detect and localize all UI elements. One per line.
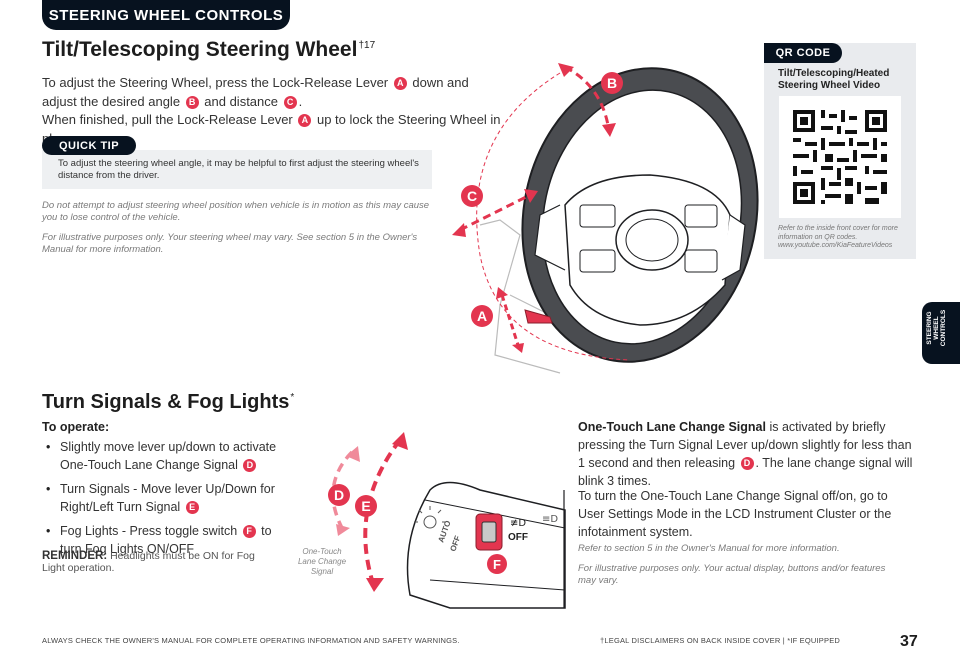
callout-badge-f: F (242, 525, 256, 538)
callout-a: A (477, 308, 487, 324)
lane-change-paragraph: One-Touch Lane Change Signal is activate… (578, 420, 913, 488)
qr-code-image (793, 110, 887, 204)
callout-badge-a: A (298, 114, 312, 127)
qr-url: www.youtube.com/KiaFeatureVideos (778, 242, 893, 249)
operate-heading: To operate: (42, 420, 110, 434)
callout-badge-d: D (243, 459, 257, 472)
side-tab-line-3: CONTROLS (940, 309, 947, 347)
side-tab-line-2: WHEEL (933, 316, 940, 340)
side-tab-line-1: STEERING (926, 311, 933, 345)
tilt-warning: Do not attempt to adjust steering wheel … (42, 200, 430, 223)
callout-badge-e: E (185, 501, 199, 514)
list-item: Turn Signals - Move lever Up/Down for Ri… (42, 480, 282, 516)
side-tab: STEERING WHEEL CONTROLS (922, 302, 960, 364)
steering-wheel-illustration: B C A (452, 63, 759, 374)
tilt-paragraph-1: To adjust the Steering Wheel, press the … (42, 75, 469, 109)
lane-change-settings-paragraph: To turn the One-Touch Lane Change Signal… (578, 489, 892, 539)
footer-warning: ALWAYS CHECK THE OWNER'S MANUAL FOR COMP… (42, 636, 460, 645)
page-number: 37 (900, 633, 918, 650)
qr-code[interactable] (779, 96, 901, 218)
callout-c: C (467, 188, 477, 204)
operate-list: Slightly move lever up/down to activate … (42, 438, 282, 564)
high-beam-icon: ≡D (542, 514, 558, 525)
callout-e: E (361, 498, 370, 514)
quick-tip-label: QUICK TIP (42, 136, 136, 155)
turn-illustrative-note: For illustrative purposes only. Your act… (578, 563, 886, 586)
qr-title: Tilt/Telescoping/Heated Steering Wheel V… (778, 68, 890, 91)
turn-title: Turn Signals & Fog Lights* (42, 391, 295, 413)
callout-b: B (607, 75, 617, 91)
list-item: Fog Lights - Press toggle switch F to tu… (42, 522, 282, 558)
quick-tip-text: To adjust the steering wheel angle, it m… (58, 158, 419, 181)
section-tab: STEERING WHEEL CONTROLS (42, 0, 290, 30)
tilt-title-footnote: †17 (358, 40, 376, 51)
qr-note: Refer to the inside front cover for more… (778, 225, 898, 249)
fog-off-label: OFF (508, 532, 528, 543)
callout-badge-d: D (740, 457, 754, 470)
callout-badge-c: C (283, 96, 297, 109)
reminder: REMINDER: Headlights must be ON for Fog … (42, 550, 255, 574)
fog-light-icon: ≢D (510, 518, 526, 529)
turn-refer-note: Refer to section 5 in the Owner's Manual… (578, 543, 840, 554)
qr-label: QR CODE (764, 43, 842, 63)
tilt-title: Tilt/Telescoping Steering Wheel†17 (42, 38, 376, 61)
tilt-illustrative-note: For illustrative purposes only. Your ste… (42, 232, 418, 255)
reminder-label: REMINDER: (42, 550, 108, 562)
quick-tip-box (42, 150, 432, 189)
callout-badge-a: A (393, 77, 407, 90)
callout-f: F (493, 557, 501, 572)
callout-badge-b: B (185, 96, 199, 109)
callout-d: D (334, 487, 344, 503)
turn-title-footnote: * (290, 392, 295, 404)
footer-disclaimer: †LEGAL DISCLAIMERS ON BACK INSIDE COVER … (600, 636, 841, 645)
list-item: Slightly move lever up/down to activate … (42, 438, 282, 474)
